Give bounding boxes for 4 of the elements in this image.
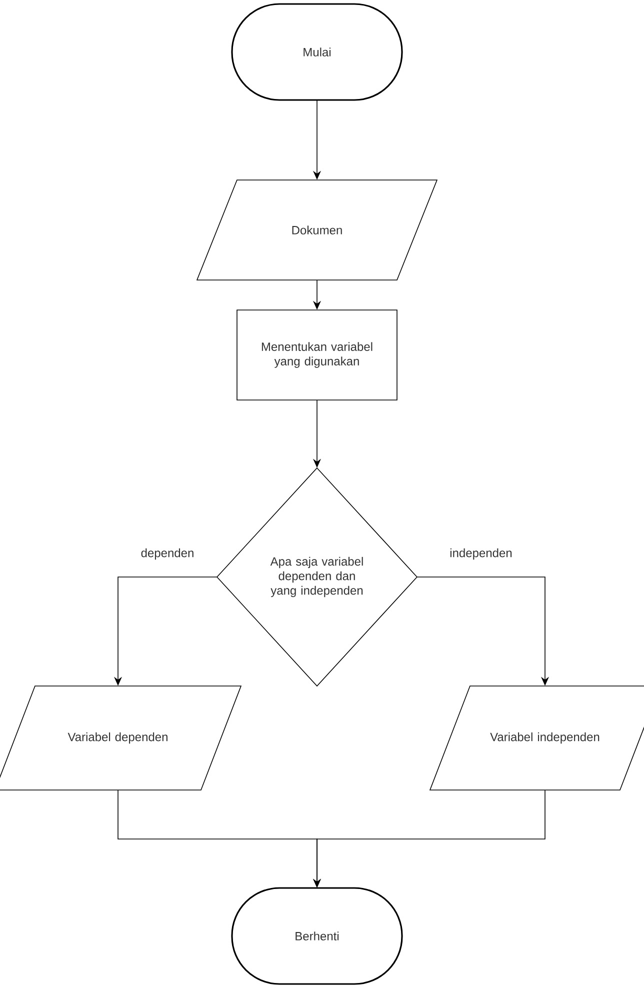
edge-label: independen <box>448 547 514 561</box>
parallelogram-box: Variabel dependen <box>0 686 242 790</box>
edge-label: dependen <box>140 547 196 561</box>
process-box: Menentukan variabel yang digunakan <box>236 310 398 400</box>
